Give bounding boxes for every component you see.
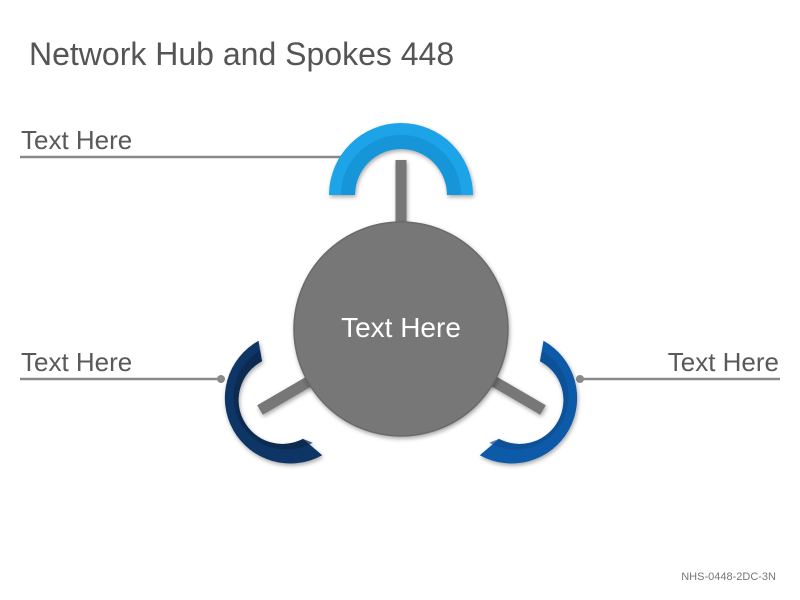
hub-label: Text Here [341,312,461,343]
spoke-arc-top-inner [341,135,461,195]
connector-right-dot [576,375,584,383]
slide-code: NHS-0448-2DC-3N [681,571,776,583]
spoke-label-right: Text Here [667,347,779,377]
spoke-label-top: Text Here [21,125,133,155]
spoke-arc-right-inner [489,350,569,450]
page-title: Network Hub and Spokes 448 [29,36,455,72]
connector-lines [20,153,780,383]
hub-circle [293,221,509,437]
connector-left-dot [217,375,225,383]
spoke-arcs [224,123,578,464]
spoke-bar-right [485,373,546,415]
spoke-arc-left-inner [233,350,313,450]
spoke-bar-left [257,373,318,415]
spoke-bars [257,160,546,415]
spoke-arc-top [329,123,473,195]
spoke-label-left: Text Here [21,347,133,377]
